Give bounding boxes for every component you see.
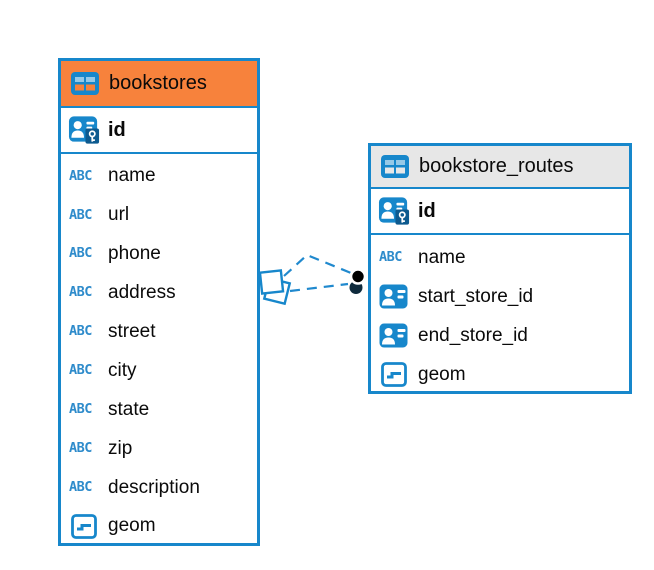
field-row[interactable]: ABC name — [371, 238, 629, 277]
reference-type-icon — [379, 323, 412, 348]
geometry-type-icon — [379, 362, 412, 387]
field-row[interactable]: ABC phone — [61, 235, 257, 274]
field-label: geom — [418, 363, 466, 385]
text-type-icon: ABC — [379, 248, 402, 265]
text-type-icon: ABC — [69, 245, 92, 262]
text-type-icon: ABC — [69, 284, 92, 301]
field-row[interactable]: start_store_id — [371, 277, 629, 316]
field-row[interactable]: geom — [371, 355, 629, 394]
field-row[interactable]: ABC state — [61, 390, 257, 429]
field-label: street — [108, 321, 156, 342]
field-row[interactable]: ABC street — [61, 313, 257, 352]
field-row[interactable]: geom — [61, 507, 257, 546]
field-label: end_store_id — [418, 324, 528, 346]
text-type-icon: ABC — [69, 478, 92, 495]
table-icon — [71, 72, 99, 95]
field-label: name — [418, 246, 466, 268]
field-row[interactable]: ABC zip — [61, 429, 257, 468]
field-label: phone — [108, 243, 161, 265]
field-list: ABC name start_store_id — [371, 235, 629, 394]
field-list: ABC name ABC url ABC phone ABC address A… — [61, 154, 257, 546]
field-row[interactable]: ABC description — [61, 468, 257, 507]
field-label: name — [108, 165, 156, 187]
text-type-icon: ABC — [69, 323, 92, 340]
text-type-icon: ABC — [69, 167, 92, 184]
field-label: address — [108, 282, 176, 304]
target-anchor-dots — [349, 268, 367, 294]
field-label: description — [108, 476, 200, 498]
primary-key-icon — [68, 115, 101, 145]
reference-type-icon — [379, 284, 412, 309]
text-type-icon: ABC — [69, 439, 92, 456]
field-label: start_store_id — [418, 285, 534, 307]
field-row-primary-key[interactable]: id — [61, 108, 257, 154]
table-header[interactable]: bookstore_routes — [371, 146, 629, 189]
field-row[interactable]: ABC address — [61, 274, 257, 313]
geometry-type-icon — [69, 514, 102, 539]
primary-key-icon — [378, 196, 411, 226]
field-label: geom — [108, 515, 156, 537]
field-label: city — [108, 359, 137, 381]
field-row[interactable]: ABC city — [61, 351, 257, 390]
text-type-icon: ABC — [69, 206, 92, 223]
table-bookstore-routes[interactable]: bookstore_routes id ABC name — [368, 143, 632, 394]
table-title: bookstore_routes — [419, 155, 574, 177]
table-title: bookstores — [109, 72, 207, 94]
field-row[interactable]: end_store_id — [371, 316, 629, 355]
text-type-icon: ABC — [69, 401, 92, 418]
field-row[interactable]: ABC url — [61, 196, 257, 235]
field-label: url — [108, 204, 130, 226]
field-label: state — [108, 398, 150, 420]
table-icon — [381, 155, 409, 178]
field-row[interactable]: ABC name — [61, 157, 257, 196]
relationship-line-upper — [283, 253, 352, 277]
relationship-line-lower — [289, 282, 349, 293]
text-type-icon: ABC — [69, 362, 92, 379]
field-label: zip — [108, 437, 133, 459]
primary-key-label: id — [108, 118, 126, 141]
table-bookstores[interactable]: bookstores id ABC name — [58, 58, 260, 546]
primary-key-label: id — [418, 199, 436, 222]
source-anchor-squares — [258, 269, 292, 306]
field-row-primary-key[interactable]: id — [371, 189, 629, 235]
table-header[interactable]: bookstores — [61, 61, 257, 108]
